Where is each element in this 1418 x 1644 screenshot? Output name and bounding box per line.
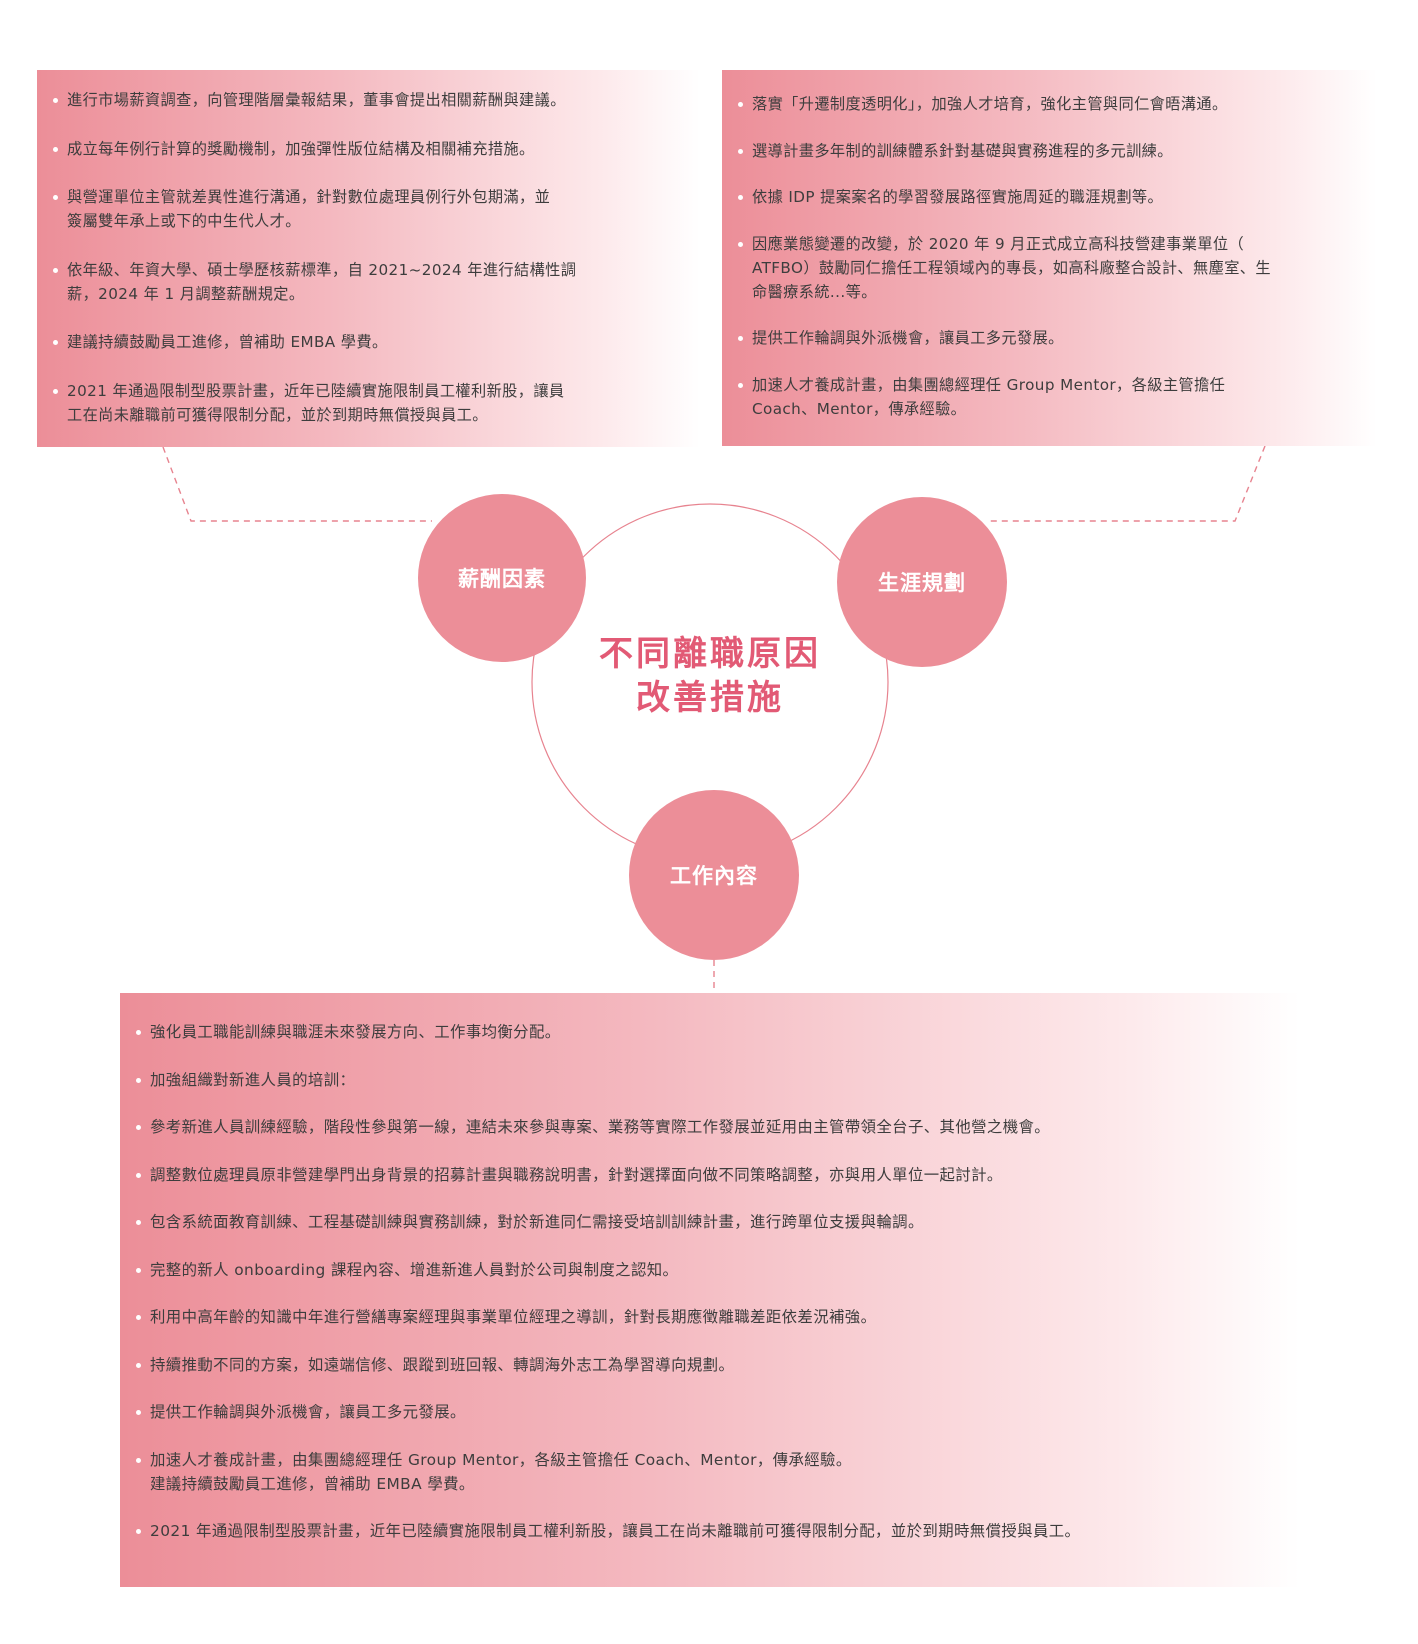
career-planning-node: 生涯規劃 [837, 497, 1007, 667]
list-item: 加速人才養成計畫，由集團總經理任 Group Mentor，各級主管擔任 Coa… [738, 373, 1367, 421]
list-item: 與營運單位主管就差異性進行溝通，針對數位處理員例行外包期滿，並 簽屬雙年承上或下… [53, 185, 690, 233]
list-item: 參考新進人員訓練經驗，階段性參與第一線，連結未來參與專案、業務等實際工作發展並延… [136, 1115, 1290, 1139]
list-item: 包含系統面教育訓練、工程基礎訓練與實務訓練，對於新進同仁需接受培訓訓練計畫，進行… [136, 1210, 1290, 1234]
salary-factor-label: 薪酬因素 [458, 567, 546, 591]
list-item: 加強組織對新進人員的培訓： [136, 1068, 1290, 1092]
list-item: 成立每年例行計算的獎勵機制，加強彈性版位結構及相關補充措施。 [53, 137, 690, 161]
list-item: 落實「升遷制度透明化」，加強人才培育，強化主管與同仁會晤溝通。 [738, 92, 1367, 116]
list-item: 進行市場薪資調查，向管理階層彙報結果，董事會提出相關薪酬與建議。 [53, 88, 690, 112]
salary-measures-panel: 進行市場薪資調查，向管理階層彙報結果，董事會提出相關薪酬與建議。 成立每年例行計… [37, 70, 700, 447]
center-title-line2: 改善措施 [636, 678, 784, 718]
career-measures-panel: 落實「升遷制度透明化」，加強人才培育，強化主管與同仁會晤溝通。 選導計畫多年制的… [722, 70, 1377, 446]
list-item: 選導計畫多年制的訓練體系針對基礎與實務進程的多元訓練。 [738, 139, 1367, 163]
salary-factor-node: 薪酬因素 [418, 494, 586, 662]
list-item: 依年級、年資大學、碩士學歷核薪標準，自 2021~2024 年進行結構性調 薪，… [53, 258, 690, 306]
list-item: 利用中高年齡的知識中年進行營繕專案經理與事業單位經理之導訓，針對長期應徵離職差距… [136, 1305, 1290, 1329]
list-item: 完整的新人 onboarding 課程內容、增進新進人員對於公司與制度之認知。 [136, 1258, 1290, 1282]
list-item: 調整數位處理員原非營建學門出身背景的招募計畫與職務說明書，針對選擇面向做不同策略… [136, 1163, 1290, 1187]
work-measures-panel: 強化員工職能訓練與職涯未來發展方向、工作事均衡分配。 加強組織對新進人員的培訓：… [120, 993, 1300, 1587]
list-item: 因應業態變遷的改變，於 2020 年 9 月正式成立高科技營建事業單位（ ATF… [738, 232, 1367, 304]
work-content-label: 工作內容 [670, 864, 758, 888]
salary-measures-list: 進行市場薪資調查，向管理階層彙報結果，董事會提出相關薪酬與建議。 成立每年例行計… [53, 88, 690, 427]
list-item: 2021 年通過限制型股票計畫，近年已陸續實施限制員工權利新股，讓員 工在尚未離… [53, 379, 690, 427]
work-measures-list: 強化員工職能訓練與職涯未來發展方向、工作事均衡分配。 加強組織對新進人員的培訓：… [136, 1020, 1290, 1543]
list-item: 建議持續鼓勵員工進修，曾補助 EMBA 學費。 [53, 330, 690, 354]
center-title-line1: 不同離職原因 [599, 634, 821, 674]
list-item: 強化員工職能訓練與職涯未來發展方向、工作事均衡分配。 [136, 1020, 1290, 1044]
salary-connector [162, 446, 432, 522]
list-item: 提供工作輪調與外派機會，讓員工多元發展。 [136, 1400, 1290, 1424]
list-item: 持續推動不同的方案，如遠端信修、跟蹤到班回報、轉調海外志工為學習導向規劃。 [136, 1353, 1290, 1377]
list-item: 2021 年通過限制型股票計畫，近年已陸續實施限制員工權利新股，讓員工在尚未離職… [136, 1519, 1290, 1543]
work-content-node: 工作內容 [629, 790, 799, 960]
career-planning-label: 生涯規劃 [878, 571, 966, 595]
list-item: 依據 IDP 提案案名的學習發展路徑實施周延的職涯規劃等。 [738, 185, 1367, 209]
career-connector [990, 445, 1266, 522]
list-item: 提供工作輪調與外派機會，讓員工多元發展。 [738, 326, 1367, 350]
center-title: 不同離職原因 改善措施 [560, 632, 860, 720]
list-item: 加速人才養成計畫，由集團總經理任 Group Mentor，各級主管擔任 Coa… [136, 1448, 1290, 1496]
career-measures-list: 落實「升遷制度透明化」，加強人才培育，強化主管與同仁會晤溝通。 選導計畫多年制的… [738, 92, 1367, 421]
